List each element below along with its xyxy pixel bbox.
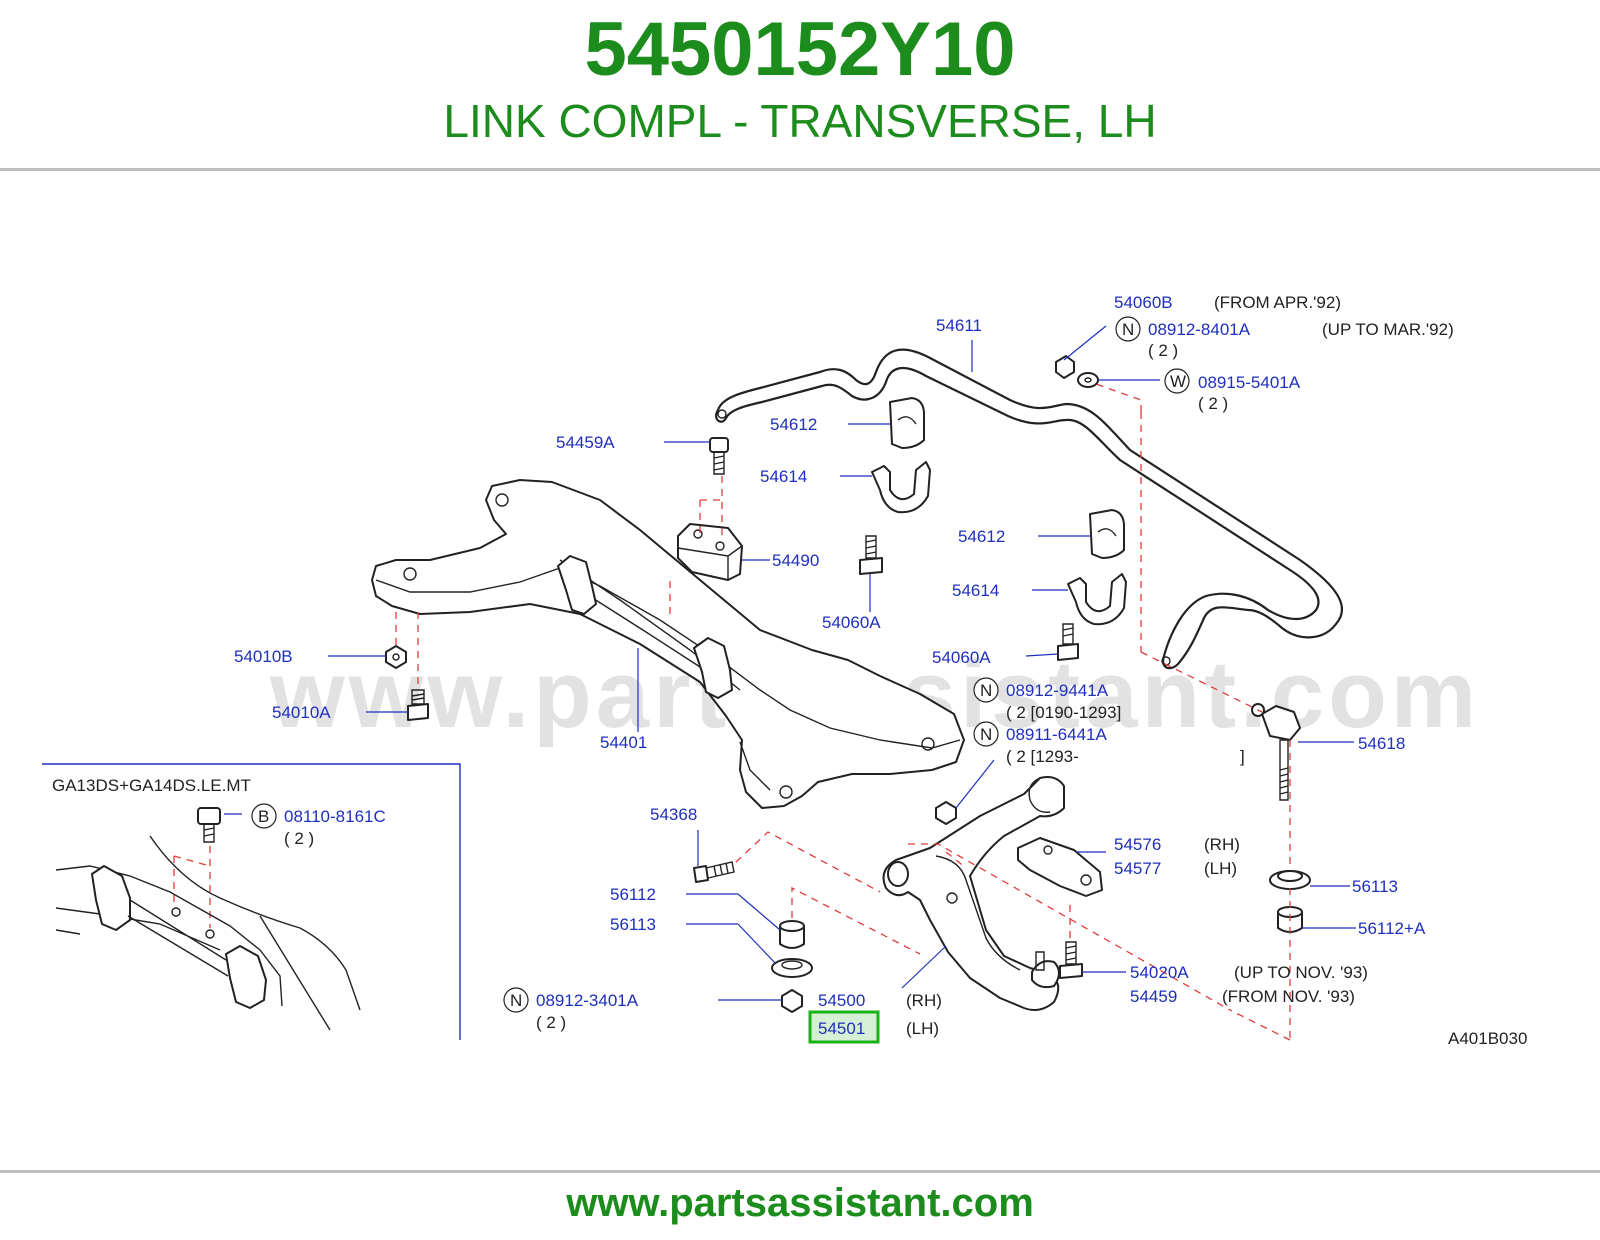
callout-n-08912-8401a: N [1115,316,1141,342]
label-54612-lower[interactable]: 54612 [958,527,1005,546]
label-54576[interactable]: 54576 [1114,835,1161,854]
qty-08912-3401a: ( 2 ) [536,1013,566,1032]
label-08912-9441a[interactable]: 08912-9441A [1006,681,1109,700]
svg-text:W: W [1170,372,1186,391]
footer-website-link[interactable]: www.partsassistant.com [566,1181,1034,1225]
header-divider [0,168,1600,171]
part-number-title: 5450152Y10 [584,7,1016,92]
label-56113-right[interactable]: 56113 [1352,877,1398,896]
qty-08911-6441a-end: ] [1240,747,1245,766]
nut-08911-6441a-part[interactable] [935,801,957,825]
diagram-code: A401B030 [1448,1029,1527,1048]
part-name-subtitle: LINK COMPL - TRANSVERSE, LH [443,95,1157,147]
front-suspension-member-part[interactable] [371,479,965,809]
label-08915-5401a[interactable]: 08915-5401A [1198,373,1301,392]
svg-text:B: B [258,807,269,826]
side-54501: (LH) [906,1019,939,1038]
stabilizer-bar-part[interactable] [715,348,1344,670]
part-labels: 54060B (FROM APR.'92) 08912-8401A (UP TO… [234,293,1527,1048]
label-54459[interactable]: 54459 [1130,987,1177,1006]
stabilizer-bushing-part[interactable] [889,397,925,449]
nut-08912-3401a-part[interactable] [781,989,803,1013]
bolt-54060a-part[interactable] [859,535,883,575]
stabilizer-link-part[interactable] [1251,703,1301,801]
label-54368[interactable]: 54368 [650,805,697,824]
note-54020a: (UP TO NOV. '93) [1234,963,1368,982]
svg-text:N: N [980,725,992,744]
qty-08110-8161c: ( 2 ) [284,829,314,848]
engine-variant-inset: GA13DS+GA14DS.LE.MT [42,763,461,1040]
footer-divider [0,1170,1600,1173]
label-54060a-lower[interactable]: 54060A [932,648,991,667]
bushing-56113-right-part[interactable] [1269,870,1311,890]
nut-54010b-part[interactable] [385,645,407,669]
label-54490[interactable]: 54490 [772,551,819,570]
label-54401[interactable]: 54401 [600,733,647,752]
selected-part-highlight [808,1010,880,1044]
stabilizer-clamp-part[interactable] [1067,573,1127,626]
label-54459a[interactable]: 54459A [556,433,615,452]
label-08912-3401a[interactable]: 08912-3401A [536,991,639,1010]
side-54577: (LH) [1204,859,1237,878]
transverse-link-part[interactable] [882,776,1065,1011]
label-54614-lower[interactable]: 54614 [952,581,999,600]
bushing-56112a-part[interactable] [1277,906,1303,933]
bolt-54010a-part[interactable] [407,689,429,721]
stabilizer-bushing-part[interactable] [1089,509,1125,559]
stabilizer-clamp-part[interactable] [871,461,931,514]
label-08912-8401a[interactable]: 08912-8401A [1148,320,1251,339]
bolt-54060a-part[interactable] [1057,623,1079,661]
label-54611[interactable]: 54611 [936,316,982,335]
alignment-dashed-lines [395,383,1291,1041]
note-54459: (FROM NOV. '93) [1222,987,1355,1006]
label-56112a[interactable]: 56112+A [1358,919,1426,938]
leader-lines [224,325,1356,1001]
label-54020a[interactable]: 54020A [1130,963,1189,982]
bolt-08110-8161c-part[interactable] [197,807,221,843]
link-bracket-part[interactable] [1017,837,1103,897]
svg-text:N: N [510,991,522,1010]
bushing-56112-left-part[interactable] [779,920,805,949]
qty-08911-6441a: ( 2 [1293- [1006,747,1079,766]
washer-08915-5401a-part[interactable] [1077,372,1099,388]
engine-mount-block-part[interactable] [677,523,743,581]
svg-text:N: N [1122,320,1134,339]
side-54500: (RH) [906,991,942,1010]
label-08110-8161c[interactable]: 08110-8161C [284,807,386,826]
label-56112-left[interactable]: 56112 [610,885,656,904]
label-54614-upper[interactable]: 54614 [760,467,807,486]
callout-n-08912-9441a: N [973,677,999,703]
label-56113-left[interactable]: 56113 [610,915,656,934]
label-54060a-upper[interactable]: 54060A [822,613,881,632]
bolt-54020a-part[interactable] [1059,941,1083,979]
page-header: 5450152Y10 LINK COMPL - TRANSVERSE, LH [0,0,1600,170]
callout-n-08912-3401a: N [503,987,529,1013]
label-54500[interactable]: 54500 [818,991,865,1010]
note-08912-8401a: (UP TO MAR.'92) [1322,320,1454,339]
qty-08912-8401a: ( 2 ) [1148,341,1178,360]
note-54060b: (FROM APR.'92) [1214,293,1341,312]
qty-08912-9441a: ( 2 [0190-1293] [1006,703,1121,722]
bolt-54368-part[interactable] [693,861,735,883]
bushing-56113-left-part[interactable] [771,958,813,978]
svg-text:N: N [980,681,992,700]
label-54577[interactable]: 54577 [1114,859,1161,878]
inset-title: GA13DS+GA14DS.LE.MT [52,776,251,795]
callout-n-08911-6441a: N [973,721,999,747]
label-54618[interactable]: 54618 [1358,734,1405,753]
bolt-54459a-part[interactable] [709,437,729,475]
label-08911-6441a[interactable]: 08911-6441A [1006,725,1107,744]
qty-08915-5401a: ( 2 ) [1198,394,1228,413]
label-54060b[interactable]: 54060B [1114,293,1173,312]
callout-b-08110-8161c: B [251,803,277,829]
label-54501[interactable]: 54501 [818,1019,865,1038]
label-54010b[interactable]: 54010B [234,647,293,666]
callout-w-08915-5401a: W [1164,368,1190,394]
side-54576: (RH) [1204,835,1240,854]
nut-08912-8401a-part[interactable] [1055,355,1075,379]
label-54010a[interactable]: 54010A [272,703,331,722]
label-54612-upper[interactable]: 54612 [770,415,817,434]
